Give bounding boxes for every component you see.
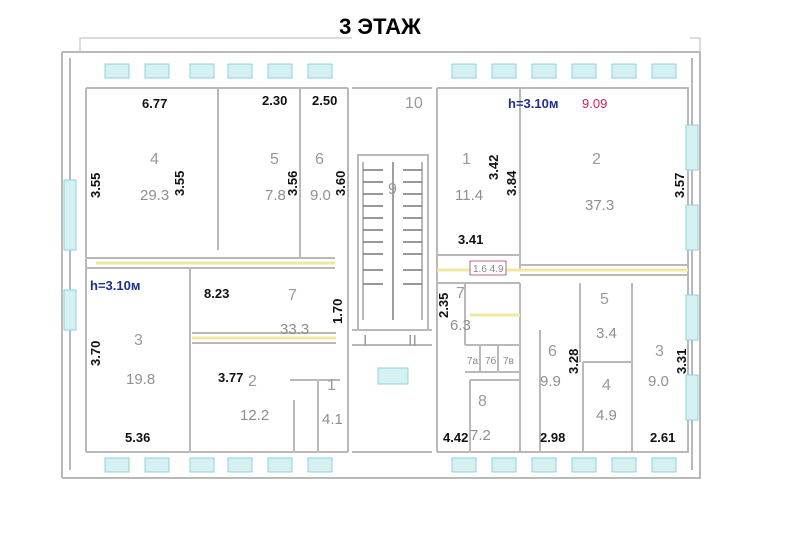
dim-room-1-height: 3.42 [486,155,501,180]
right-room-7-label: 7 6.3 [450,285,471,334]
svg-text:9.9: 9.9 [540,373,561,390]
dim-right-room-5: 3.56 [285,171,300,196]
room-10-label: 10 [405,95,423,112]
room-4-label: 4 29.3 [140,151,169,204]
svg-text:5: 5 [600,291,609,308]
right-room-8-label: 8 7.2 [470,393,491,444]
dim-top-room-4: 6.77 [142,96,167,111]
right-wing-walls [432,37,701,479]
stair-block [352,51,432,479]
svg-text:3: 3 [134,332,143,349]
dim-top-room-2: 9.09 [582,96,607,111]
dim-room-7-height: 2.35 [436,293,451,318]
svg-text:4: 4 [602,377,611,394]
svg-text:1: 1 [462,151,471,168]
svg-text:1.6 4.9: 1.6 4.9 [473,264,504,275]
dim-room-2-right-height: 3.57 [672,173,687,198]
dim-left-room-4: 3.55 [88,173,103,198]
room-3-label: 3 19.8 [126,332,155,388]
right-room-7b-label: 7б [485,355,497,367]
svg-text:7а: 7а [467,356,479,367]
svg-text:6: 6 [548,343,557,360]
room-5-label: 5 7.8 [265,151,286,204]
right-room-1-label: 1 11.4 [455,151,483,204]
svg-text:6.3: 6.3 [450,317,471,334]
right-room-5-label: 5 3.4 [596,291,617,342]
dim-top-room-6: 2.50 [312,93,337,108]
dim-room-1-width: 3.41 [458,232,483,247]
right-room-7v-label: 7в [503,356,514,367]
right-room-6-label: 6 9.9 [540,343,561,390]
dim-bottom-room-3: 5.36 [125,430,150,445]
svg-text:8: 8 [478,393,487,410]
svg-text:33.3: 33.3 [280,321,309,338]
partition-lines [96,261,688,340]
dim-bottom-room-6: 2.98 [540,430,565,445]
svg-text:12.2: 12.2 [240,407,269,424]
room-1-label: 1 4.1 [322,377,343,428]
room-7-label: 7 33.3 [280,287,309,338]
svg-text:29.3: 29.3 [140,187,169,204]
landing-left-label: I [363,333,367,350]
right-height-label: h=3.10м [508,96,558,111]
dim-left-room-3: 3.70 [88,341,103,366]
right-room-7a-label: 7а [467,356,479,367]
left-height-label: h=3.10м [90,278,140,293]
right-room-2-label: 2 37.3 [585,151,614,214]
svg-text:7.2: 7.2 [470,427,491,444]
svg-text:4: 4 [150,151,159,168]
dim-right-room-6: 3.60 [333,171,348,196]
dim-bottom-room-3-right: 2.61 [650,430,675,445]
svg-text:3.4: 3.4 [596,325,617,342]
dim-width-room-2: 3.77 [218,370,243,385]
left-wing-walls [61,37,352,479]
windows [63,63,699,473]
floor-title: 3 ЭТАЖ [339,14,421,39]
svg-text:9.0: 9.0 [648,373,669,390]
room-2-label: 2 12.2 [240,373,269,424]
dim-corridor-width: 8.23 [204,286,229,301]
dim-room-5-4-height: 3.28 [566,349,581,374]
dim-room-3-height: 3.31 [674,349,689,374]
svg-text:7: 7 [288,287,297,304]
dim-bottom-room-8: 4.42 [443,430,468,445]
landing-right-label: II [408,333,417,350]
svg-text:19.8: 19.8 [126,371,155,388]
room-6-label: 6 9.0 [310,151,331,204]
dim-inner-room-4: 3.55 [172,171,187,196]
svg-text:3: 3 [655,343,664,360]
dim-room-2-left-height: 3.84 [504,170,519,196]
right-room-4-label: 4 4.9 [596,377,617,424]
svg-text:5: 5 [270,151,279,168]
svg-text:2: 2 [248,373,257,390]
closet-label: 1.6 4.9 [469,260,507,276]
svg-text:1: 1 [327,377,336,394]
svg-text:37.3: 37.3 [585,197,614,214]
svg-text:11.4: 11.4 [455,187,483,204]
dim-top-room-5: 2.30 [262,93,287,108]
dim-corridor-height: 1.70 [330,299,345,324]
svg-text:7в: 7в [503,356,514,367]
svg-text:2: 2 [592,151,601,168]
svg-text:4.1: 4.1 [322,411,343,428]
stair-label: 9 [388,181,397,198]
svg-text:4.9: 4.9 [596,407,617,424]
svg-text:6: 6 [315,151,324,168]
svg-text:9.0: 9.0 [310,187,331,204]
svg-text:7б: 7б [485,355,497,367]
right-room-3-label: 3 9.0 [648,343,669,390]
svg-text:7: 7 [456,285,465,302]
svg-text:7.8: 7.8 [265,187,286,204]
